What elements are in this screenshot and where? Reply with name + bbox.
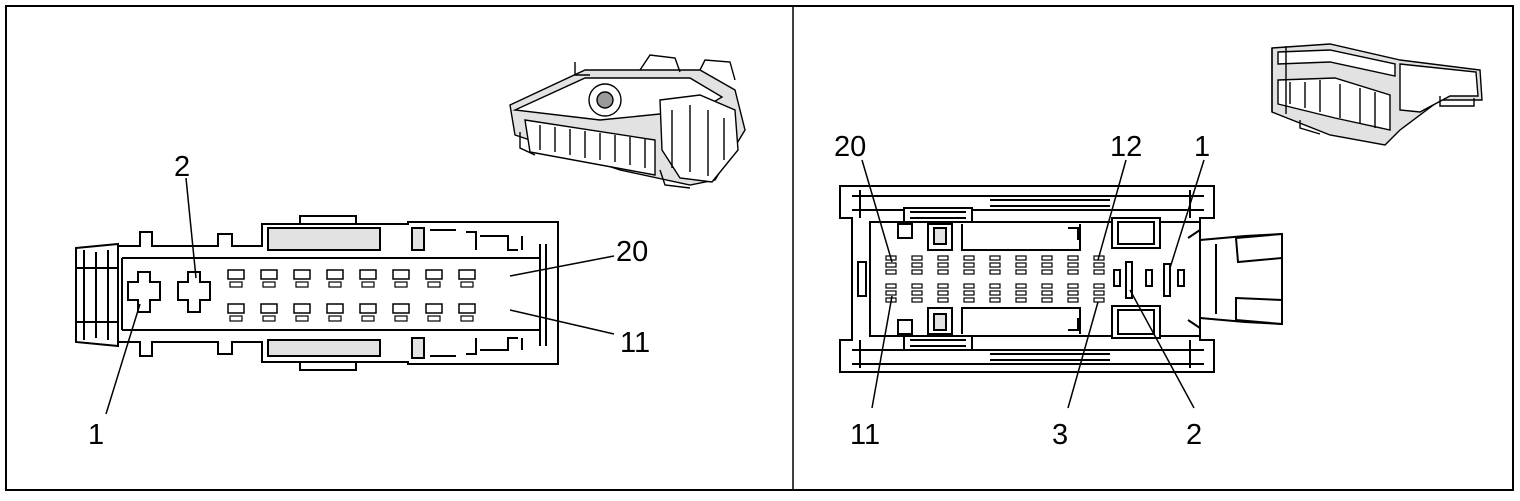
left-terminal-cavity [425,269,443,288]
left-terminal-cavity [458,303,476,322]
right-terminal-cavity [1041,255,1053,275]
right-label-pin-20: 20 [834,131,866,163]
left-terminal-cavity [326,303,344,322]
right-terminal-cavity [911,255,923,275]
left-connector-face [75,215,559,371]
right-terminal-cavity [1015,255,1027,275]
left-panel: 2 20 11 1 [75,54,746,451]
right-terminal-cavity [1067,283,1079,303]
left-pin-grid [227,269,476,322]
right-pin-2-blade [1125,261,1133,299]
right-terminal-cavity [1015,283,1027,303]
left-connector-3d-illustration [509,54,746,189]
right-terminal-cavity [937,283,949,303]
right-terminal-cavity [937,255,949,275]
left-label-pin-2: 2 [174,151,190,183]
left-label-pin-1: 1 [88,419,104,451]
right-terminal-cavity [1067,255,1079,275]
left-label-pin-11: 11 [620,327,650,359]
right-connector-face [839,185,1283,373]
right-terminal-cavity [1093,283,1105,303]
right-label-pin-2: 2 [1186,419,1202,451]
right-panel: 20 12 1 11 3 2 [834,43,1483,451]
left-terminal-cavity [293,303,311,322]
right-leader-lines [861,159,1205,409]
left-terminal-cavity [227,303,245,322]
right-terminal-cavity [963,255,975,275]
left-terminal-cavity [260,303,278,322]
right-label-pin-12: 12 [1110,131,1142,163]
right-label-pin-11: 11 [850,419,880,451]
left-leader-lines [105,177,615,415]
left-terminal-cavity [227,269,245,288]
left-terminal-cavity [392,303,410,322]
right-terminal-cavity [1041,283,1053,303]
left-pin-cavity-large-2 [177,271,211,313]
right-pin-1-blade [1163,263,1171,297]
left-pin-cavity-large-1 [127,271,161,313]
left-terminal-cavity [359,303,377,322]
right-connector-3d-illustration [1271,43,1483,146]
right-terminal-cavity [963,283,975,303]
right-label-pin-1: 1 [1194,131,1210,163]
left-terminal-cavity [392,269,410,288]
right-label-pin-3: 3 [1052,419,1068,451]
right-terminal-cavity [989,283,1001,303]
right-terminal-cavity [989,255,1001,275]
left-terminal-cavity [425,303,443,322]
left-terminal-cavity [326,269,344,288]
outer-frame [5,5,1514,491]
left-terminal-cavity [359,269,377,288]
left-terminal-cavity [293,269,311,288]
left-label-pin-20: 20 [616,236,648,268]
left-terminal-cavity [260,269,278,288]
left-terminal-cavity [458,269,476,288]
right-terminal-cavity [911,283,923,303]
